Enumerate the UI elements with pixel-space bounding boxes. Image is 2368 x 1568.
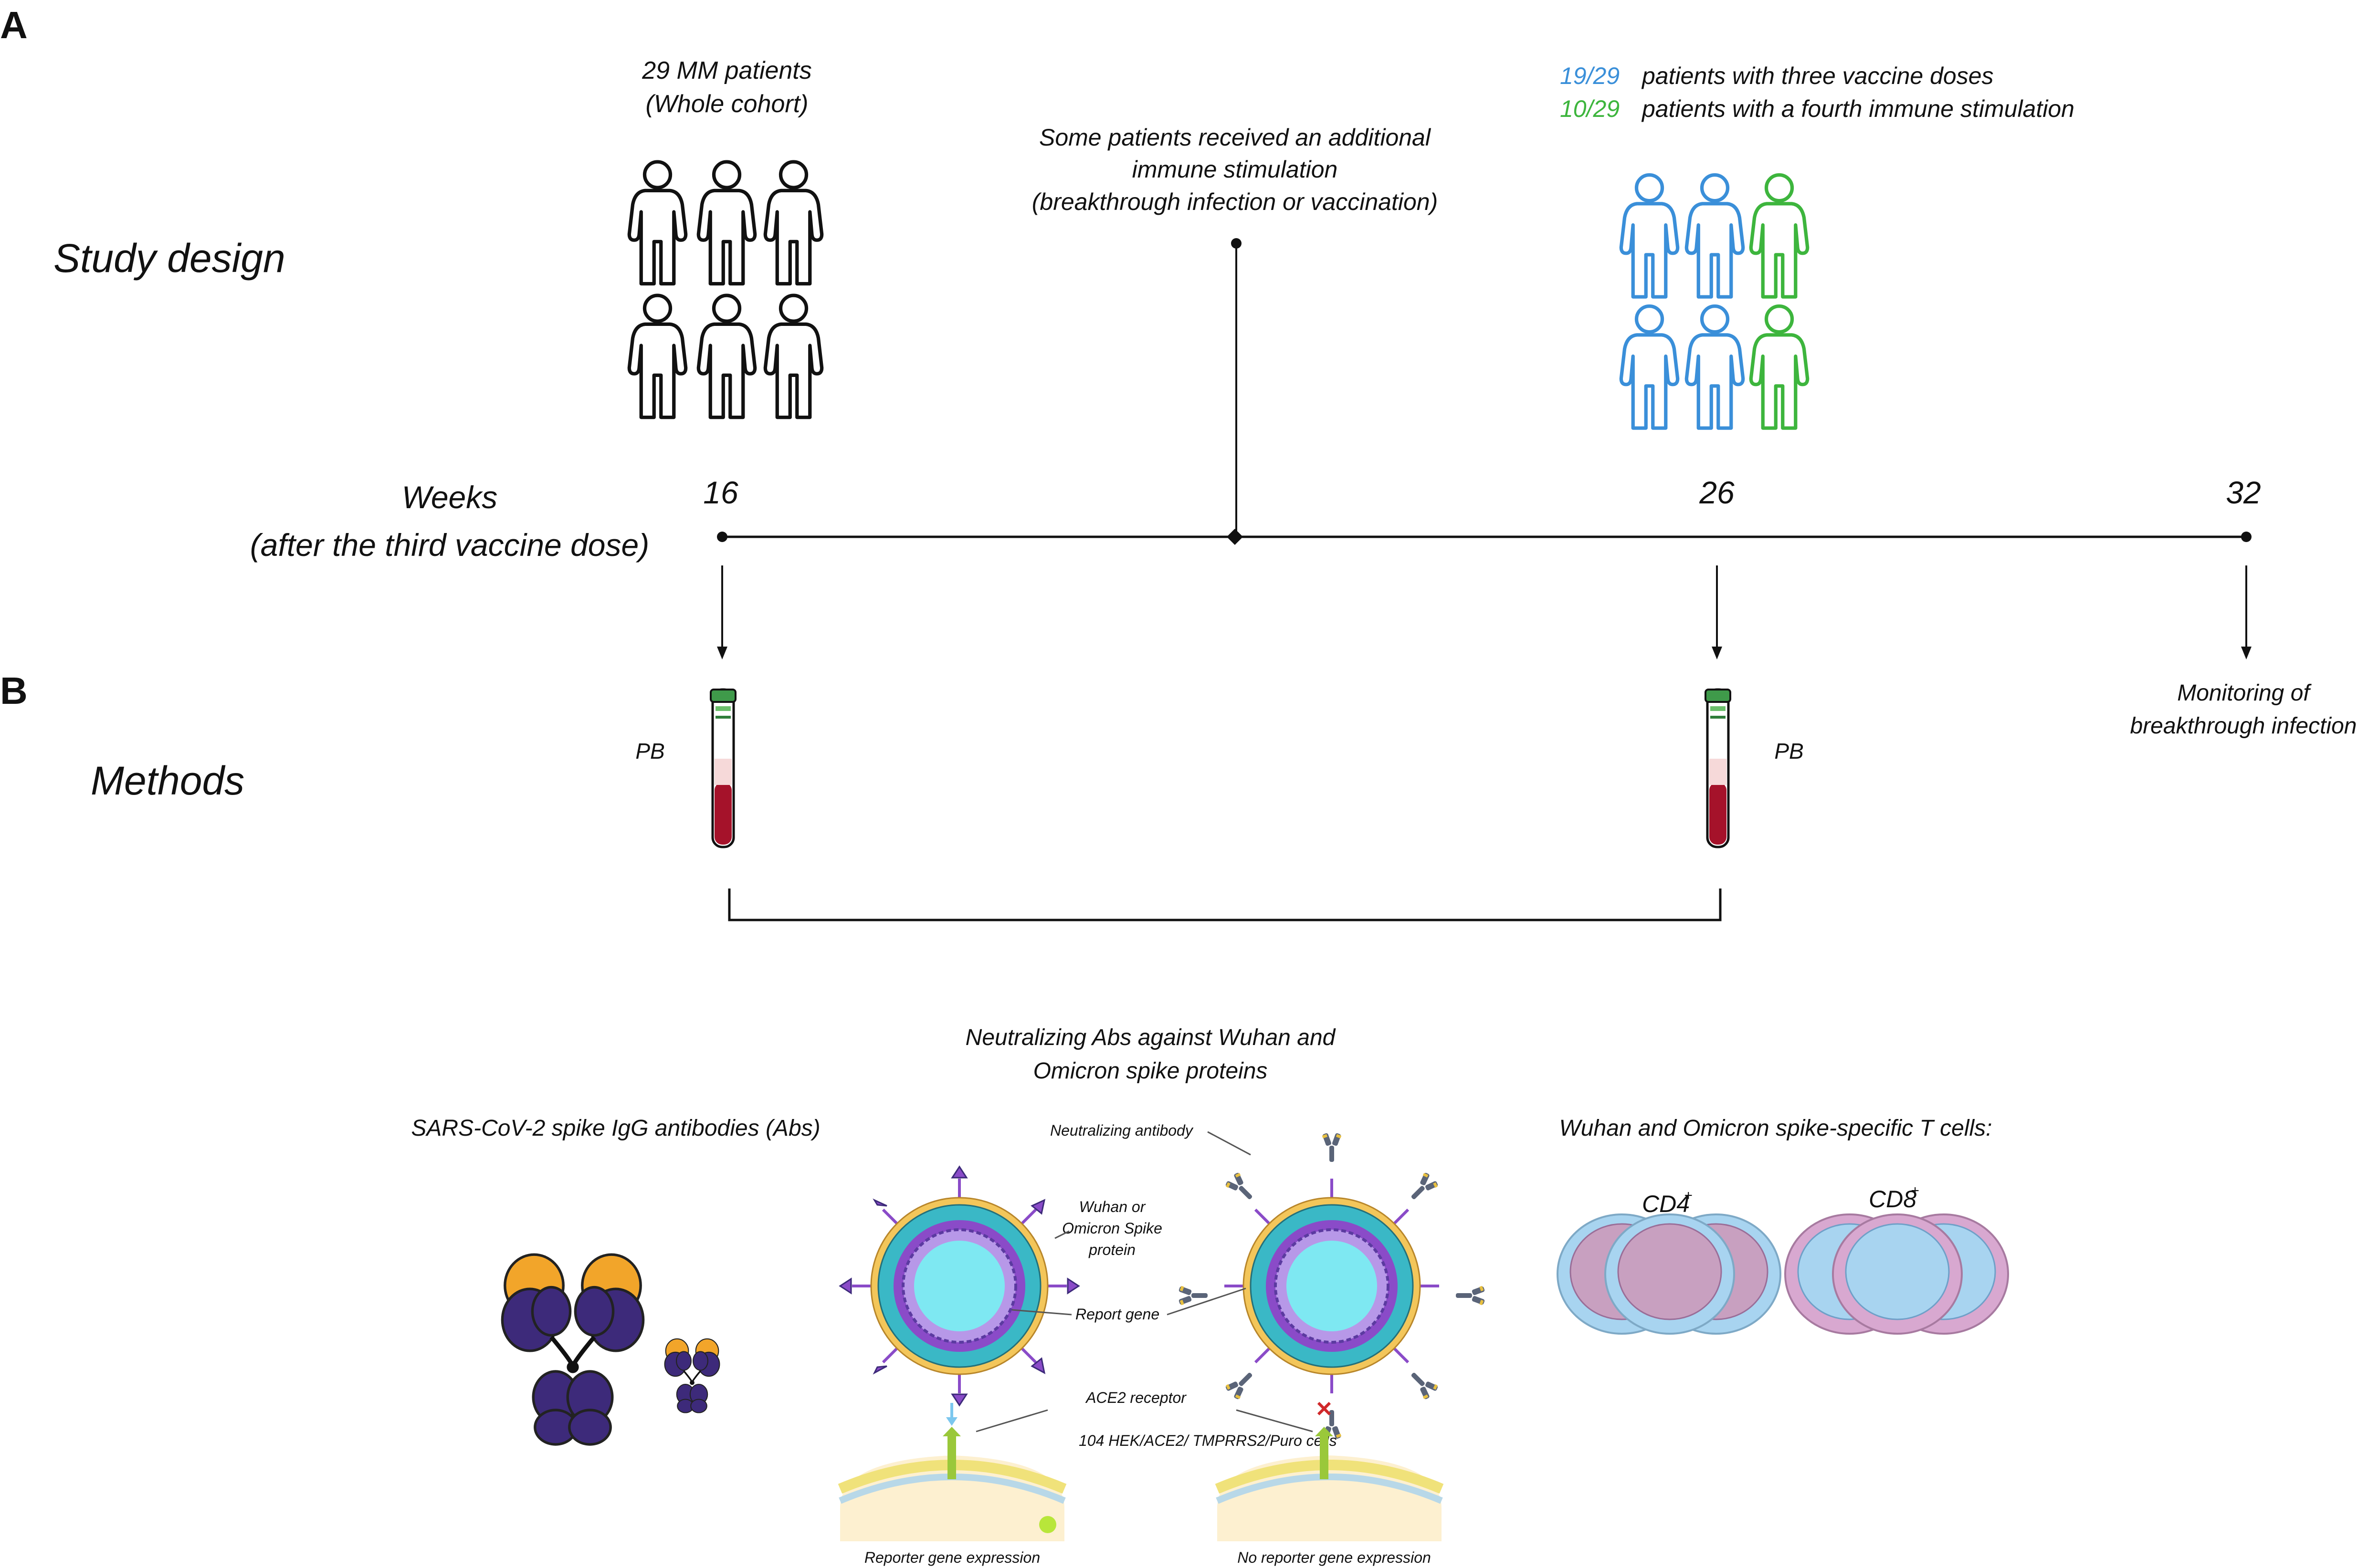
blood-tube-left (710, 688, 737, 848)
panel-label-b: B (0, 669, 28, 712)
subgroup-icons (1621, 175, 1807, 428)
stim-line3: (breakthrough infection or vaccination) (1032, 188, 1438, 215)
spike-line3: protein (1088, 1241, 1136, 1258)
monitoring-line1: Monitoring of (2177, 680, 2312, 706)
cells-label: 104 HEK/ACE2/ TMPRRS2/Puro cells (1079, 1432, 1337, 1449)
patient-icon (698, 162, 755, 283)
cohort-line1: 29 MM patients (642, 57, 812, 84)
no-reporter-expression-label: No reporter gene expression (1237, 1549, 1431, 1566)
bound-antibody (1322, 1132, 1341, 1162)
patient-icon-three-doses (1686, 306, 1743, 428)
weeks-line1: Weeks (402, 480, 498, 515)
week-16-label: 16 (703, 475, 738, 510)
arrowhead-16 (717, 647, 727, 659)
stim-line1: Some patients received an additional (1039, 124, 1431, 151)
patient-icon-three-doses (1621, 306, 1677, 428)
group-legend: 19/29 patients with three vaccine doses … (1560, 63, 2074, 122)
arrowhead-32 (2241, 647, 2252, 659)
patient-icon-fourth-stimulation (1751, 306, 1807, 428)
cd4-cells: CD4 + (1557, 1188, 1781, 1335)
patient-icon (698, 295, 755, 417)
igg-label: SARS-CoV-2 spike IgG antibodies (Abs) (411, 1116, 820, 1141)
reporter-expression-label: Reporter gene expression (864, 1549, 1040, 1566)
methods-heading: Methods (91, 758, 244, 803)
group1-text: patients with three vaccine doses (1641, 63, 1994, 89)
group2-text: patients with a fourth immune stimulatio… (1641, 95, 2074, 122)
nab-line2: Omicron spike proteins (1033, 1058, 1268, 1084)
neutralizing-antibody-label: Neutralizing antibody (1050, 1122, 1194, 1139)
tcell-label: Wuhan and Omicron spike-specific T cells… (1559, 1116, 1992, 1141)
bound-antibody (1223, 1171, 1258, 1205)
patient-icon-three-doses (1686, 175, 1743, 297)
cd4-plus: + (1684, 1188, 1693, 1203)
stimulation-point (1231, 238, 1242, 249)
cohort-line2: (Whole cohort) (646, 90, 809, 118)
patient-icon (629, 162, 685, 283)
igg-antibody-small (665, 1339, 720, 1413)
spike-line1: Wuhan or (1079, 1198, 1146, 1215)
cohort-label: 29 MM patients (Whole cohort) (642, 57, 812, 118)
ace2-receptors (943, 1401, 1333, 1479)
report-gene-label: Report gene (1075, 1306, 1159, 1323)
patient-icon-fourth-stimulation (1751, 175, 1807, 297)
cell-membrane-right (1215, 1455, 1444, 1541)
cd8-plus: + (1911, 1183, 1919, 1199)
timeline-diamond (1227, 529, 1243, 545)
nab-line1: Neutralizing Abs against Wuhan and (966, 1025, 1336, 1050)
patient-icon (765, 295, 821, 417)
monitoring-label: Monitoring of breakthrough infection (2130, 680, 2357, 739)
cd4-label: CD4 (1642, 1191, 1690, 1217)
patient-icon (629, 295, 685, 417)
group2-count: 10/29 (1560, 95, 1620, 122)
monitoring-line2: breakthrough infection (2130, 713, 2357, 739)
ace2-receptor-label: ACE2 receptor (1085, 1389, 1187, 1406)
pb-label-left: PB (635, 739, 664, 763)
cd8-cells: CD8 + (1784, 1183, 2009, 1335)
virus-neutralized (1178, 1132, 1485, 1440)
week-32-label: 32 (2226, 475, 2261, 510)
nab-title: Neutralizing Abs against Wuhan and Omicr… (966, 1025, 1336, 1084)
panel-label-a: A (0, 4, 28, 46)
pb-label-right: PB (1774, 739, 1803, 763)
igg-antibody-large (502, 1254, 643, 1444)
cd8-label: CD8 (1869, 1186, 1916, 1213)
group1-count: 19/29 (1560, 63, 1620, 89)
timeline: Weeks (after the third vaccine dose) 16 … (250, 238, 2261, 659)
weeks-line2: (after the third vaccine dose) (250, 527, 649, 563)
stimulation-label: Some patients received an additional imm… (1032, 124, 1438, 215)
patient-icon-three-doses (1621, 175, 1677, 297)
timeline-point-32 (2241, 532, 2252, 542)
virus-annotations: Neutralizing antibody Wuhan or Omicron S… (1011, 1122, 1337, 1449)
bound-antibody (1405, 1367, 1440, 1401)
spike-line2: Omicron Spike (1062, 1220, 1162, 1237)
arrowhead-26 (1712, 647, 1722, 659)
whole-cohort-icons (629, 162, 821, 417)
week-26-label: 26 (1699, 475, 1735, 510)
patient-icon (765, 162, 821, 283)
virus-wuhan-omicron (839, 1165, 1080, 1407)
stim-line2: immune stimulation (1132, 156, 1338, 183)
sample-bracket (728, 889, 1722, 921)
bound-antibody (1223, 1367, 1258, 1401)
blood-tube-right (1705, 688, 1731, 848)
bound-antibody (1405, 1171, 1440, 1205)
bound-antibody (1456, 1286, 1485, 1305)
study-design-heading: Study design (53, 236, 285, 281)
timeline-point-16 (717, 532, 727, 542)
